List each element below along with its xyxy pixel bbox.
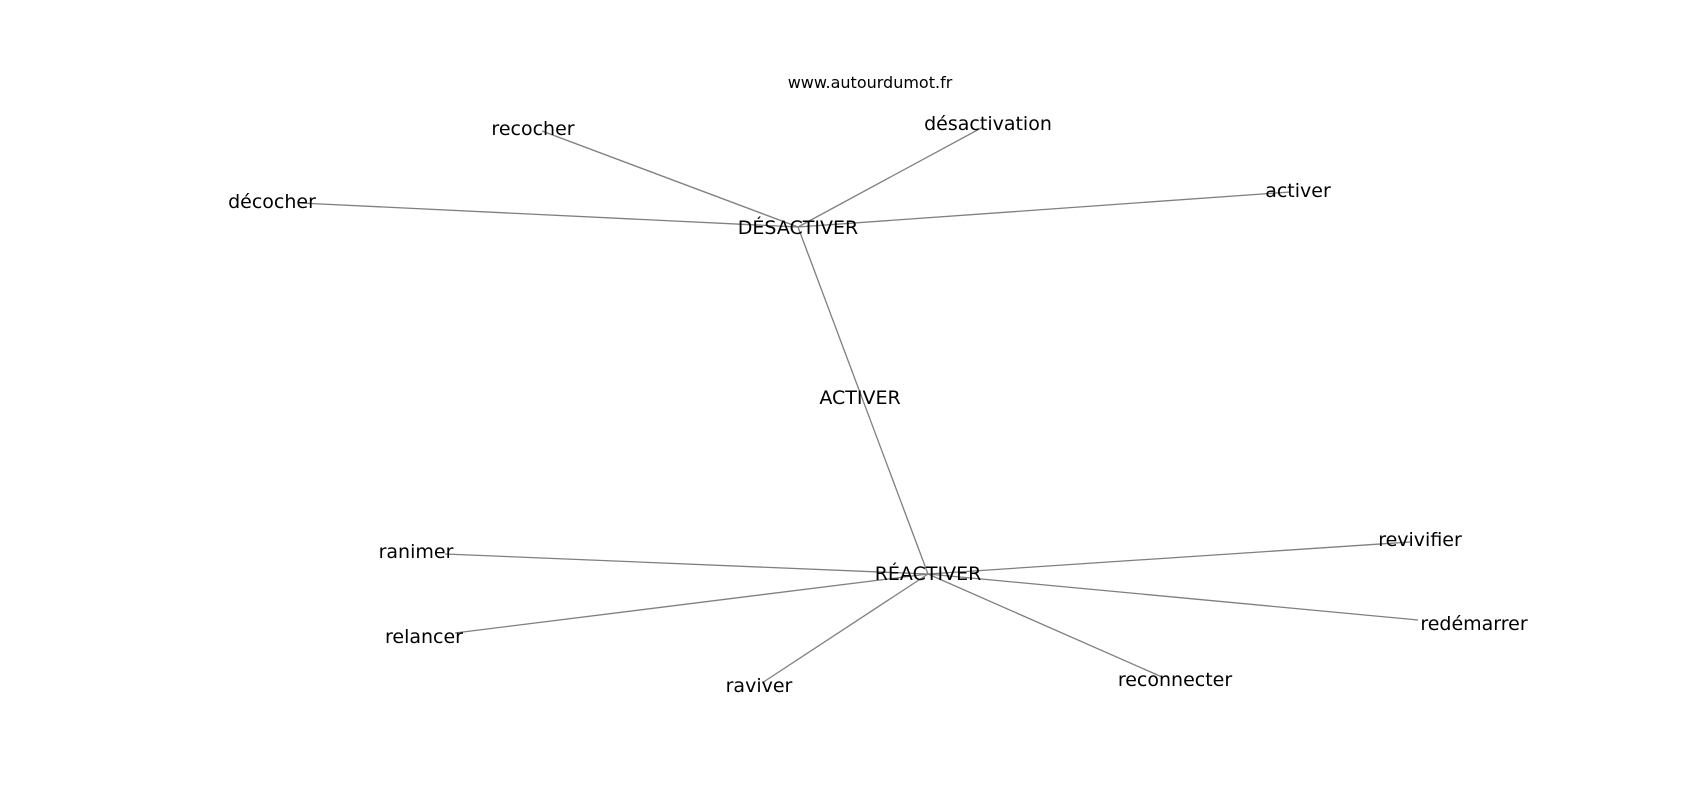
site-watermark: www.autourdumot.fr [788,73,953,92]
edge-desactiver-decocher [299,202,799,228]
edge-reactiver-revivifier [927,541,1411,575]
node-label-redemarrer: redémarrer [1420,613,1528,635]
node-label-ranimer: ranimer [379,541,454,563]
node-label-revivifier: revivifier [1378,529,1462,551]
edge-reactiver-ranimer [444,553,929,575]
node-label-raviver: raviver [726,675,793,697]
labels-layer: ACTIVER DÉSACTIVER RÉACTIVER recocher désact… [228,113,1528,697]
node-label-reactiver: RÉACTIVER [875,562,982,585]
edge-desactiver-recocher [541,130,799,228]
edge-reactiver-relancer [454,573,929,634]
node-label-relancer: relancer [385,626,463,648]
node-label-decocher: décocher [228,191,316,213]
node-label-desactivation: désactivation [924,113,1052,135]
node-label-desactiver: DÉSACTIVER [738,216,858,239]
edge-reactiver-reconnecter [927,573,1163,678]
node-label-activer: activer [1265,180,1331,202]
edges-layer [299,126,1419,684]
node-label-recocher: recocher [491,118,574,140]
edge-reactiver-raviver [761,573,929,684]
edge-reactiver-redemarrer [927,573,1419,621]
node-label-activer_center: ACTIVER [819,387,900,409]
node-label-reconnecter: reconnecter [1118,669,1233,691]
edge-desactiver-activer [797,191,1291,228]
edge-desactiver-desactivation [797,126,984,228]
edge-desactiver-reactiver [797,226,929,575]
